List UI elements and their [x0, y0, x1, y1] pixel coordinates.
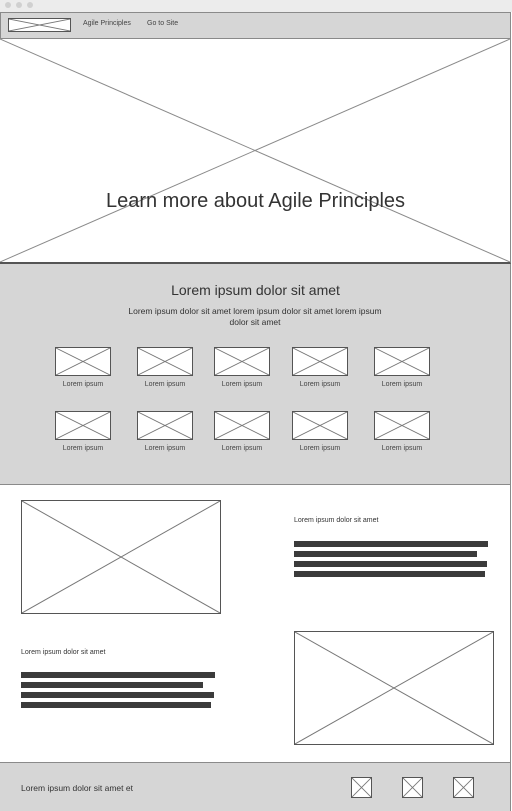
feature-tile-label: Lorem ipsum: [221, 381, 263, 388]
feature-tile-label: Lorem ipsum: [381, 381, 423, 388]
footer-social-icon[interactable]: [453, 777, 474, 798]
feature-section-subtitle: Lorem ipsum dolor sit amet lorem ipsum d…: [128, 306, 382, 327]
hero-placeholder-image: [0, 39, 510, 262]
feature-tile-image[interactable]: [292, 411, 348, 440]
text-line-placeholder: [294, 541, 488, 547]
feature-tile-image[interactable]: [292, 347, 348, 376]
hero-section: Learn more about Agile Principles: [0, 39, 511, 264]
feature-tile-image[interactable]: [374, 347, 430, 376]
top-navigation: Agile Principles Go to Site: [0, 12, 511, 39]
feature-tile-image[interactable]: [137, 411, 193, 440]
feature-tile-label: Lorem ipsum: [62, 445, 104, 452]
text-line-placeholder: [21, 682, 203, 688]
content-block-1-heading: Lorem ipsum dolor sit amet: [294, 517, 379, 524]
window-control-dot[interactable]: [16, 2, 22, 8]
window-control-dot[interactable]: [27, 2, 33, 8]
content-image-2: [294, 631, 494, 745]
footer-text: Lorem ipsum dolor sit amet et: [21, 783, 133, 793]
content-image-1: [21, 500, 221, 614]
feature-tile-image[interactable]: [55, 347, 111, 376]
feature-section-title: Lorem ipsum dolor sit amet: [171, 282, 340, 298]
feature-tile-label: Lorem ipsum: [299, 381, 341, 388]
feature-tile-image[interactable]: [137, 347, 193, 376]
feature-tile-label: Lorem ipsum: [381, 445, 423, 452]
text-line-placeholder: [294, 571, 485, 577]
feature-section: Lorem ipsum dolor sit amet Lorem ipsum d…: [0, 264, 511, 485]
footer-social-icon[interactable]: [402, 777, 423, 798]
content-block-2-heading: Lorem ipsum dolor sit amet: [21, 649, 106, 656]
footer: Lorem ipsum dolor sit amet et: [0, 762, 511, 811]
text-line-placeholder: [21, 702, 211, 708]
nav-link-go-to-site[interactable]: Go to Site: [147, 20, 179, 27]
feature-tile-image[interactable]: [214, 411, 270, 440]
feature-tile-label: Lorem ipsum: [221, 445, 263, 452]
feature-tile-label: Lorem ipsum: [144, 445, 186, 452]
footer-social-icon[interactable]: [351, 777, 372, 798]
window-titlebar: [0, 0, 512, 12]
feature-tile-label: Lorem ipsum: [299, 445, 341, 452]
feature-tile-image[interactable]: [55, 411, 111, 440]
feature-tile-label: Lorem ipsum: [144, 381, 186, 388]
feature-tile-image[interactable]: [214, 347, 270, 376]
nav-link-agile-principles[interactable]: Agile Principles: [83, 20, 131, 27]
text-line-placeholder: [21, 692, 214, 698]
content-section: [0, 485, 511, 762]
window-control-dot[interactable]: [5, 2, 11, 8]
feature-tile-label: Lorem ipsum: [62, 381, 104, 388]
text-line-placeholder: [294, 561, 487, 567]
logo-placeholder-image[interactable]: [8, 18, 71, 32]
feature-tile-image[interactable]: [374, 411, 430, 440]
text-line-placeholder: [294, 551, 477, 557]
text-line-placeholder: [21, 672, 215, 678]
hero-title: Learn more about Agile Principles: [105, 190, 406, 212]
